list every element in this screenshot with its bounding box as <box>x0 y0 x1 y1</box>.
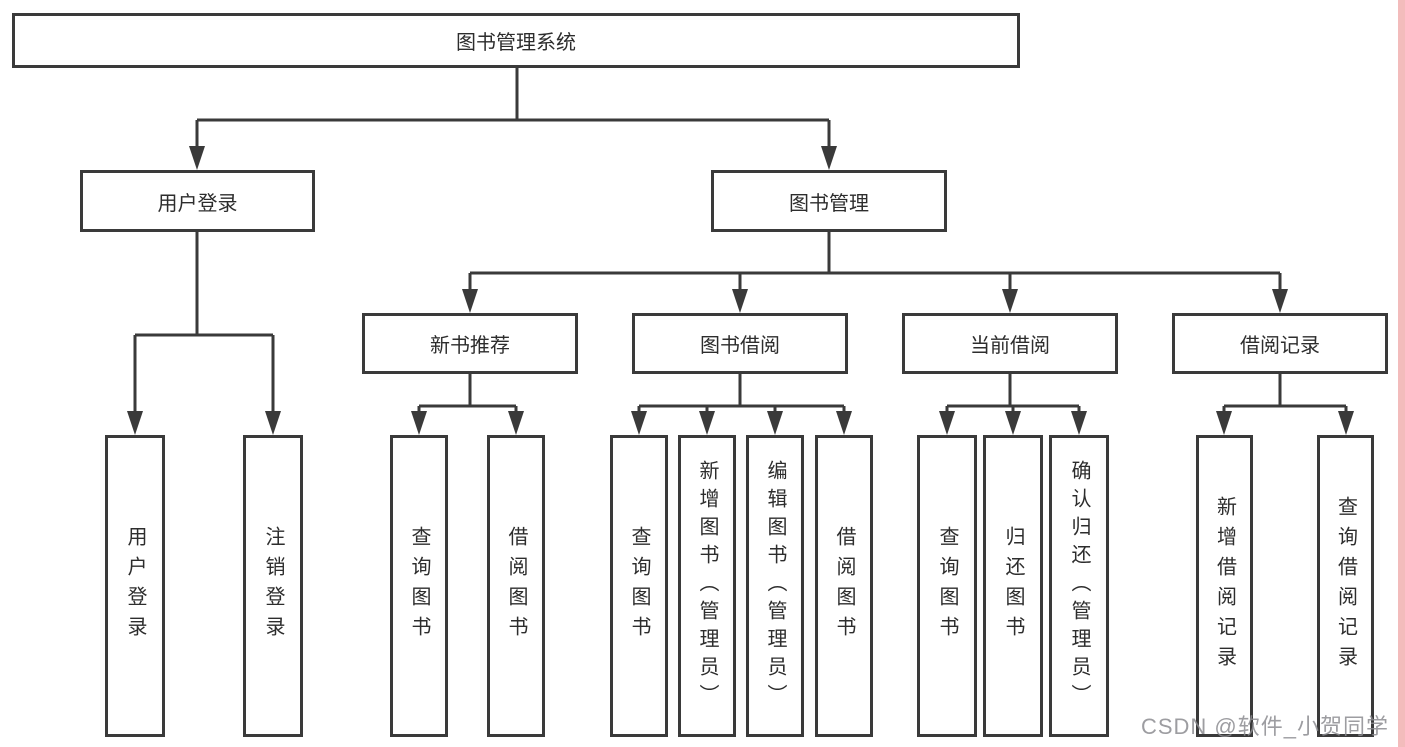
node-current-borrowing-label: 当前借阅 <box>970 335 1050 357</box>
leaf-add-books-admin: 新增图书（管理员） <box>678 435 736 737</box>
node-new-book-recommend-label: 新书推荐 <box>430 335 510 357</box>
node-new-book-recommend: 新书推荐 <box>362 313 578 374</box>
leaf-query-borrow-record-label: 查询借阅记录 <box>1334 496 1357 676</box>
node-root: 图书管理系统 <box>12 13 1020 68</box>
leaf-query-books-3-label: 查询图书 <box>936 526 958 646</box>
leaf-query-books-1: 查询图书 <box>390 435 448 737</box>
leaf-user-login: 用户登录 <box>105 435 165 737</box>
leaf-query-borrow-record: 查询借阅记录 <box>1317 435 1374 737</box>
leaf-borrow-books-2: 借阅图书 <box>815 435 873 737</box>
leaf-borrow-books-1: 借阅图书 <box>487 435 545 737</box>
csdn-watermark: CSDN @软件_小贺同学 <box>1140 714 1389 739</box>
leaf-confirm-return-admin: 确认归还（管理员） <box>1049 435 1109 737</box>
leaf-return-books-label: 归还图书 <box>1002 526 1024 646</box>
node-root-label: 图书管理系统 <box>456 32 576 54</box>
leaf-borrow-books-2-label: 借阅图书 <box>833 526 855 646</box>
leaf-confirm-return-admin-label: 确认归还（管理员） <box>1068 460 1090 712</box>
leaf-add-borrow-record-label: 新增借阅记录 <box>1213 496 1236 676</box>
node-book-borrowing: 图书借阅 <box>632 313 848 374</box>
leaf-borrow-books-1-label: 借阅图书 <box>505 526 527 646</box>
leaf-query-books-3: 查询图书 <box>917 435 977 737</box>
leaf-return-books: 归还图书 <box>983 435 1043 737</box>
leaf-user-login-label: 用户登录 <box>124 526 146 646</box>
leaf-query-books-2-label: 查询图书 <box>628 526 650 646</box>
node-book-borrowing-label: 图书借阅 <box>700 335 780 357</box>
leaf-logout: 注销登录 <box>243 435 303 737</box>
node-borrowing-records-label: 借阅记录 <box>1240 335 1320 357</box>
leaf-add-borrow-record: 新增借阅记录 <box>1196 435 1253 737</box>
node-book-management-label: 图书管理 <box>789 192 869 215</box>
leaf-query-books-1-label: 查询图书 <box>408 526 430 646</box>
leaf-edit-books-admin: 编辑图书（管理员） <box>746 435 804 737</box>
arrowheads <box>127 146 1354 435</box>
leaf-edit-books-admin-label: 编辑图书（管理员） <box>764 460 786 712</box>
leaf-add-books-admin-label: 新增图书（管理员） <box>696 460 718 712</box>
node-book-management: 图书管理 <box>711 170 947 232</box>
leaf-query-books-2: 查询图书 <box>610 435 668 737</box>
node-borrowing-records: 借阅记录 <box>1172 313 1388 374</box>
leaf-logout-label: 注销登录 <box>262 526 284 646</box>
node-user-login-label: 用户登录 <box>157 192 238 215</box>
node-current-borrowing: 当前借阅 <box>902 313 1118 374</box>
right-edge-strip <box>1398 0 1405 747</box>
node-user-login: 用户登录 <box>80 170 315 232</box>
